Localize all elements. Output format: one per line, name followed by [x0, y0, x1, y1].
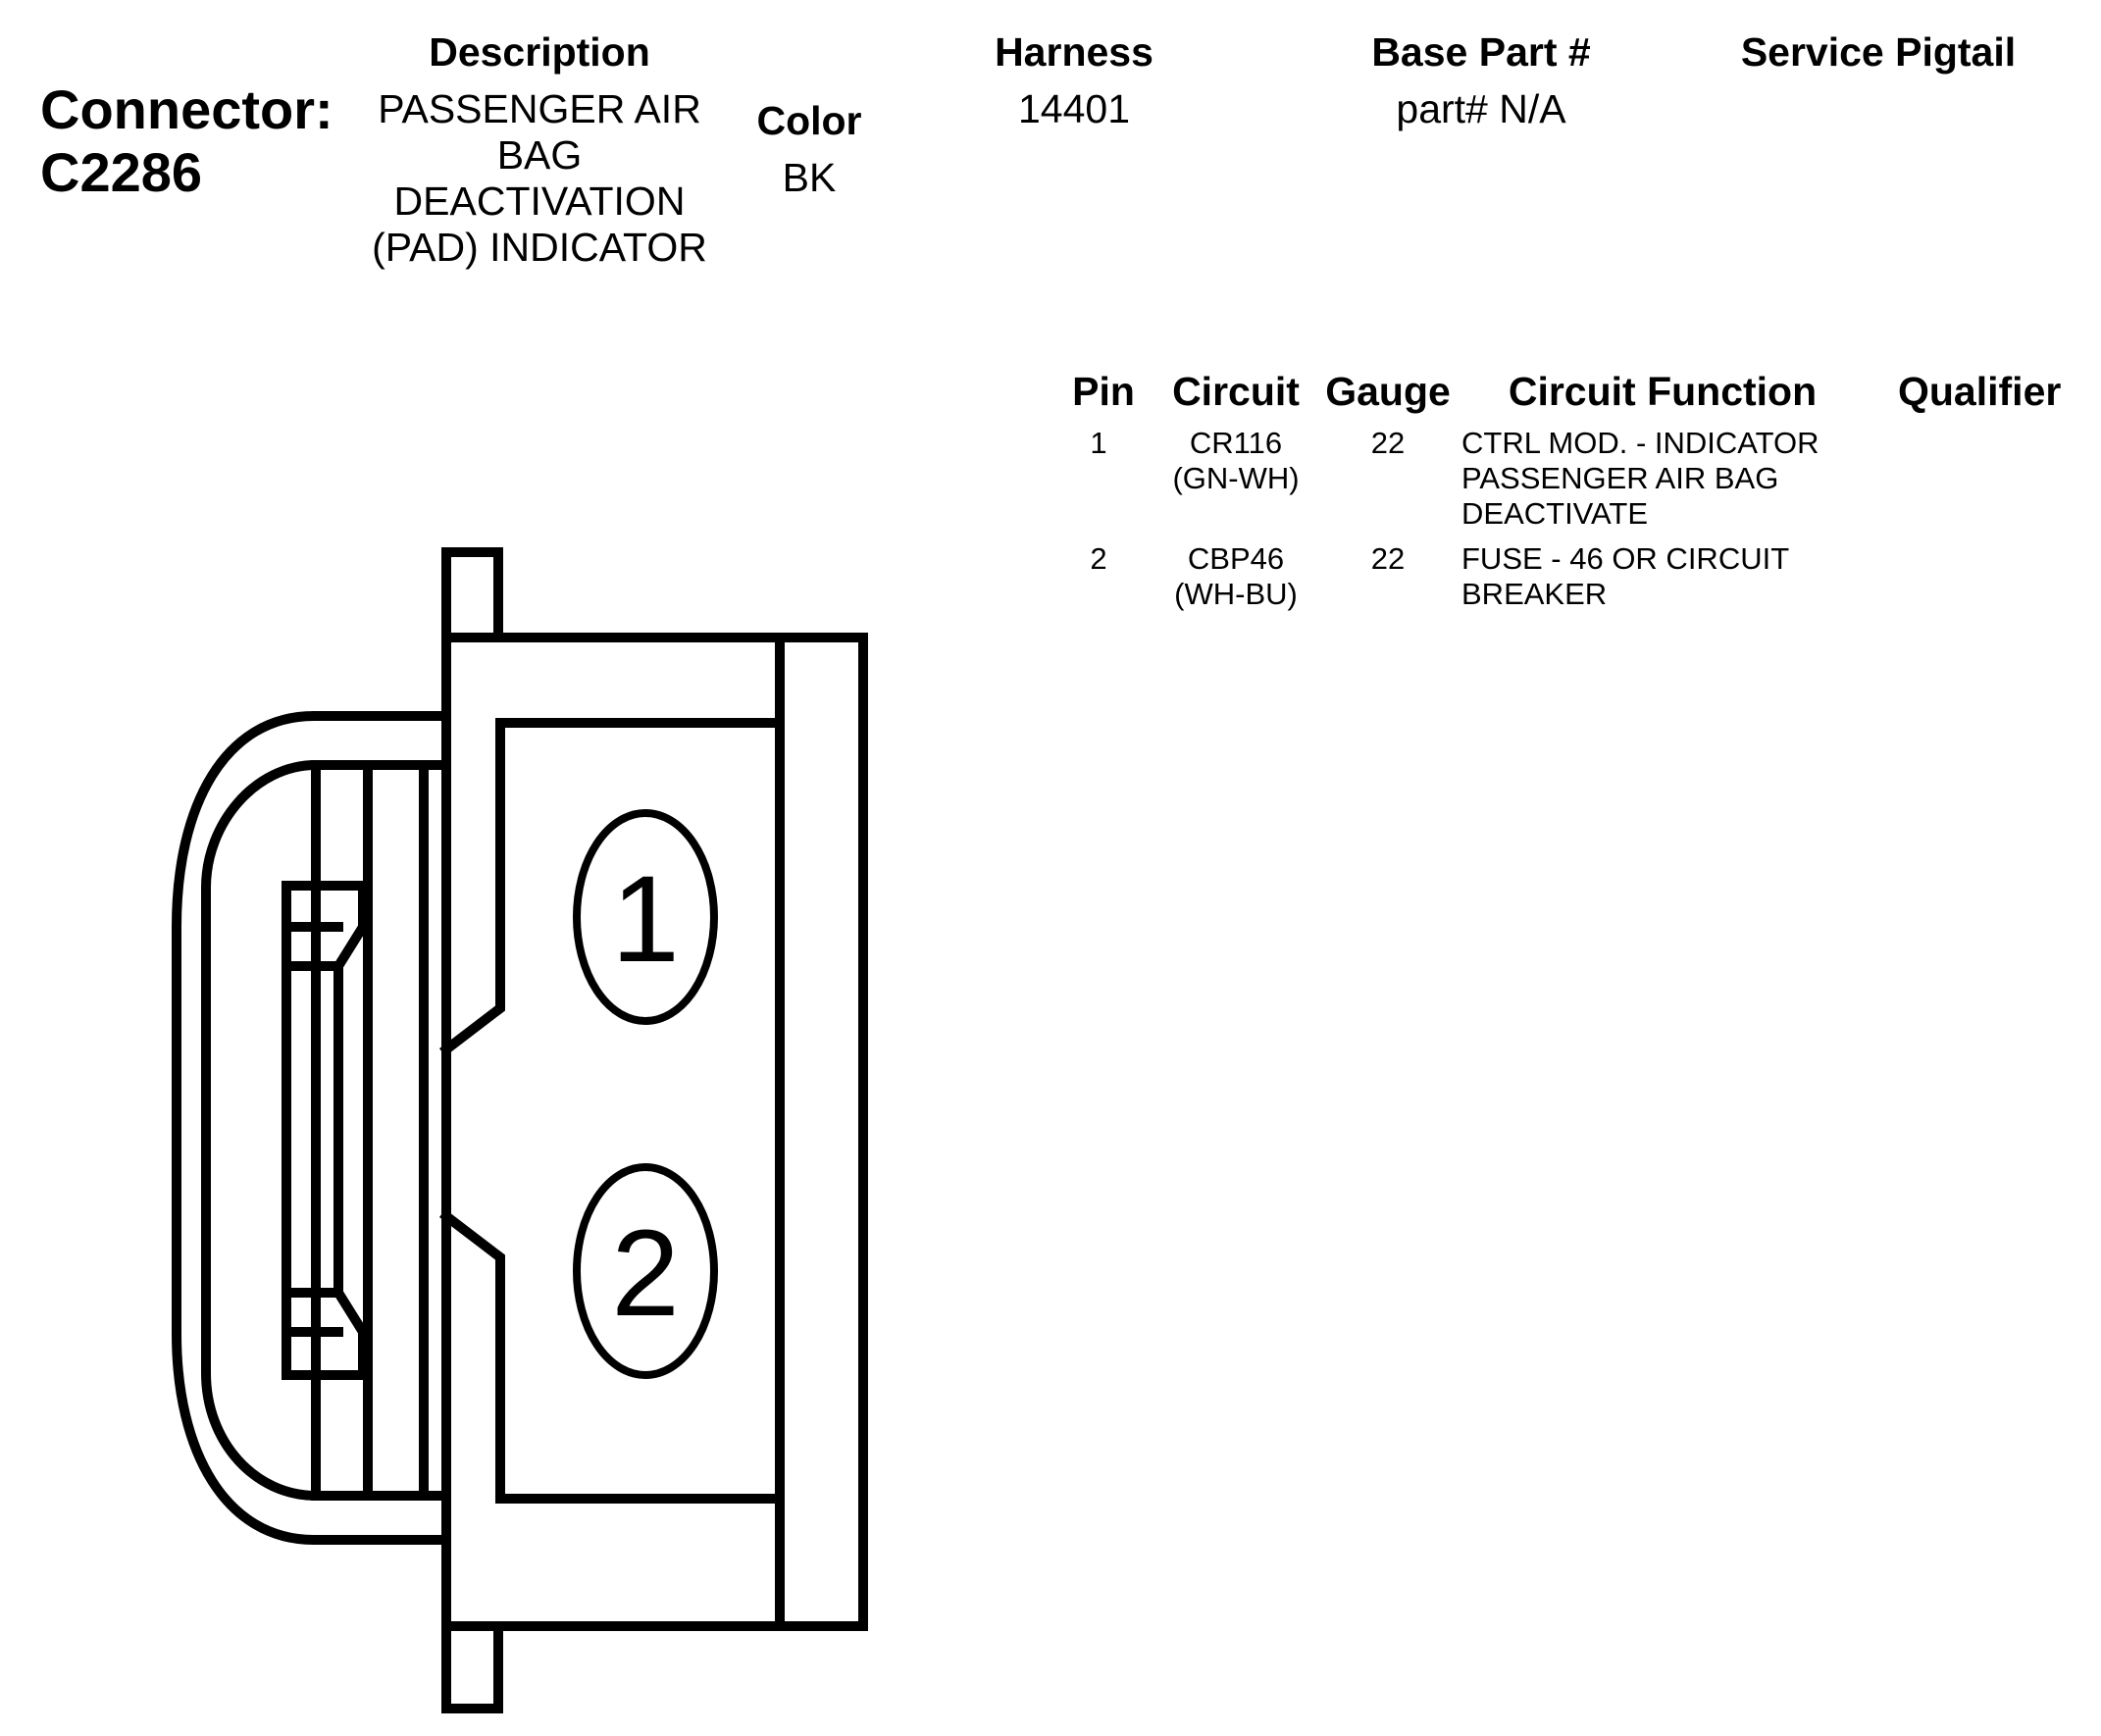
pin-2-label: 2 [611, 1205, 680, 1342]
circuit-code: CR116 [1189, 426, 1283, 460]
bottom-tab [441, 1628, 503, 1713]
connector-body [441, 633, 868, 1631]
row-circuit: CR116 (GN-WH) [1148, 426, 1324, 496]
harness-header: Harness [995, 29, 1153, 75]
circuit-color: (WH-BU) [1174, 577, 1298, 611]
description-value: PASSENGER AIR BAG DEACTIVATION (PAD) IND… [353, 86, 726, 271]
row-gauge: 22 [1370, 426, 1406, 460]
harness-value: 14401 [1017, 86, 1130, 131]
col-qualifier: Qualifier [1898, 369, 2062, 414]
connector-heading: Connector: C2286 [40, 78, 333, 204]
pin-cavity [438, 718, 785, 1504]
col-circuit-function: Circuit Function [1508, 369, 1818, 414]
description-line: (PAD) INDICATOR [372, 225, 707, 270]
description-line: BAG [496, 132, 583, 178]
row-gauge: 22 [1370, 541, 1406, 576]
base-part-header: Base Part # [1371, 29, 1591, 75]
connector-label: Connector: [40, 78, 333, 140]
base-part-value: part# N/A [1396, 86, 1566, 131]
function-line: BREAKER [1461, 577, 1608, 611]
function-line: PASSENGER AIR BAG [1461, 461, 1779, 495]
description-line: PASSENGER AIR [378, 86, 701, 131]
circuit-code: CBP46 [1187, 541, 1285, 576]
service-pigtail-header: Service Pigtail [1740, 29, 2017, 75]
row-function: CTRL MOD. - INDICATOR PASSENGER AIR BAG … [1461, 426, 1873, 532]
latch-clip-inner [282, 922, 343, 1337]
pin-1-label: 1 [611, 851, 680, 988]
color-header: Color [756, 98, 862, 143]
pin-1-circle [573, 809, 718, 1025]
col-circuit: Circuit [1172, 369, 1300, 414]
function-line: DEACTIVATE [1461, 496, 1649, 531]
connector-id: C2286 [40, 141, 203, 203]
color-value: BK [782, 155, 837, 200]
row-function: FUSE - 46 OR CIRCUIT BREAKER [1461, 541, 1873, 612]
row-circuit: CBP46 (WH-BU) [1148, 541, 1324, 612]
latch-hood-inner [201, 760, 451, 1501]
description-line: DEACTIVATION [393, 179, 686, 224]
function-line: FUSE - 46 OR CIRCUIT [1461, 541, 1790, 576]
row-pin: 1 [1090, 426, 1107, 460]
col-gauge: Gauge [1325, 369, 1451, 414]
row-pin: 2 [1090, 541, 1107, 576]
circuit-color: (GN-WH) [1172, 461, 1300, 495]
col-pin: Pin [1072, 369, 1135, 414]
description-header: Description [429, 29, 650, 75]
latch-hood-outer [172, 711, 451, 1545]
pin-2-circle [573, 1163, 718, 1379]
latch-clip [282, 881, 368, 1380]
function-line: CTRL MOD. - INDICATOR [1461, 426, 1819, 460]
top-tab [441, 547, 503, 642]
